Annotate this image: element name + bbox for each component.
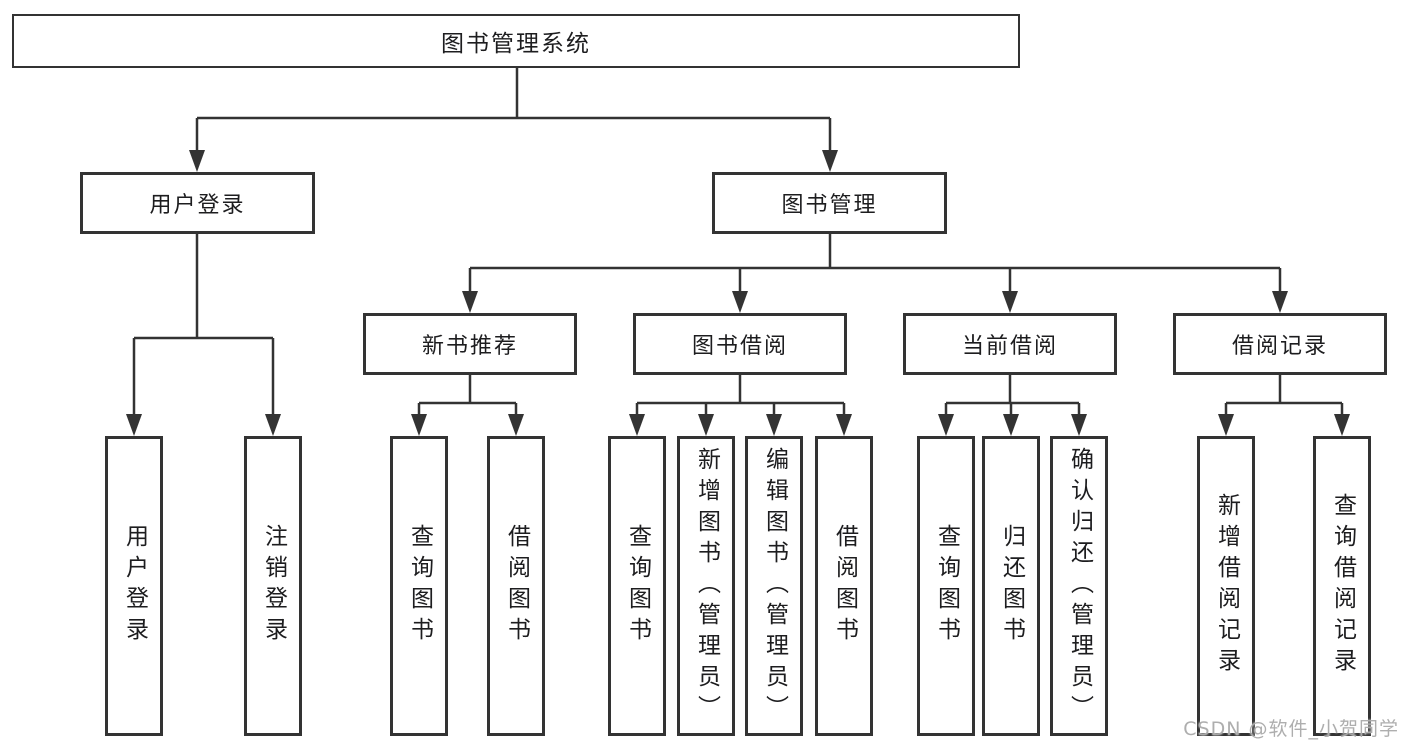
node-book-management: 图书管理 — [712, 172, 947, 234]
node-new-book-recommend: 新书推荐 — [363, 313, 577, 375]
node-label: 图书借阅 — [691, 334, 788, 359]
node-label: 图书管理 — [781, 193, 878, 218]
node-borrowing-records: 借阅记录 — [1173, 313, 1387, 375]
leaf-logout: 注销登录 — [244, 436, 302, 736]
leaf-query-books-current: 查询图书 — [917, 436, 975, 736]
leaf-borrow-books-recommend: 借阅图书 — [487, 436, 545, 736]
node-current-borrowing: 当前借阅 — [903, 313, 1117, 375]
leaf-add-borrow-record: 新增借阅记录 — [1197, 436, 1255, 736]
node-label: 查询图书 — [406, 524, 433, 648]
node-label: 编辑图书（管理员） — [761, 446, 788, 726]
node-label: 借阅图书 — [831, 524, 858, 648]
node-label: 借阅图书 — [503, 524, 530, 648]
node-label: 新增图书（管理员） — [693, 446, 720, 726]
node-label: 查询借阅记录 — [1329, 493, 1356, 679]
node-user-login: 用户登录 — [80, 172, 315, 234]
leaf-borrow-books: 借阅图书 — [815, 436, 873, 736]
node-label: 新增借阅记录 — [1213, 493, 1240, 679]
node-label: 用户登录 — [149, 193, 246, 218]
node-label: 查询图书 — [933, 524, 960, 648]
leaf-user-login: 用户登录 — [105, 436, 163, 736]
node-label: 新书推荐 — [421, 334, 518, 359]
node-label: 图书管理系统 — [441, 31, 591, 57]
node-label: 用户登录 — [121, 524, 148, 648]
leaf-query-books-recommend: 查询图书 — [390, 436, 448, 736]
node-label: 确认归还（管理员） — [1066, 446, 1093, 726]
csdn-watermark: CSDN @软件_小贺同学 — [1183, 718, 1399, 740]
leaf-query-books-borrowing: 查询图书 — [608, 436, 666, 736]
leaf-edit-book-admin: 编辑图书（管理员） — [745, 436, 803, 736]
node-label: 注销登录 — [260, 524, 287, 648]
leaf-confirm-return-admin: 确认归还（管理员） — [1050, 436, 1108, 736]
node-library-management-system: 图书管理系统 — [12, 14, 1020, 68]
leaf-return-book: 归还图书 — [982, 436, 1040, 736]
node-book-borrowing: 图书借阅 — [633, 313, 847, 375]
node-label: 借阅记录 — [1231, 334, 1328, 359]
node-label: 归还图书 — [998, 524, 1025, 648]
node-label: 当前借阅 — [961, 334, 1058, 359]
node-label: 查询图书 — [624, 524, 651, 648]
leaf-query-borrow-record: 查询借阅记录 — [1313, 436, 1371, 736]
leaf-add-book-admin: 新增图书（管理员） — [677, 436, 735, 736]
arrowheads — [126, 150, 1350, 436]
